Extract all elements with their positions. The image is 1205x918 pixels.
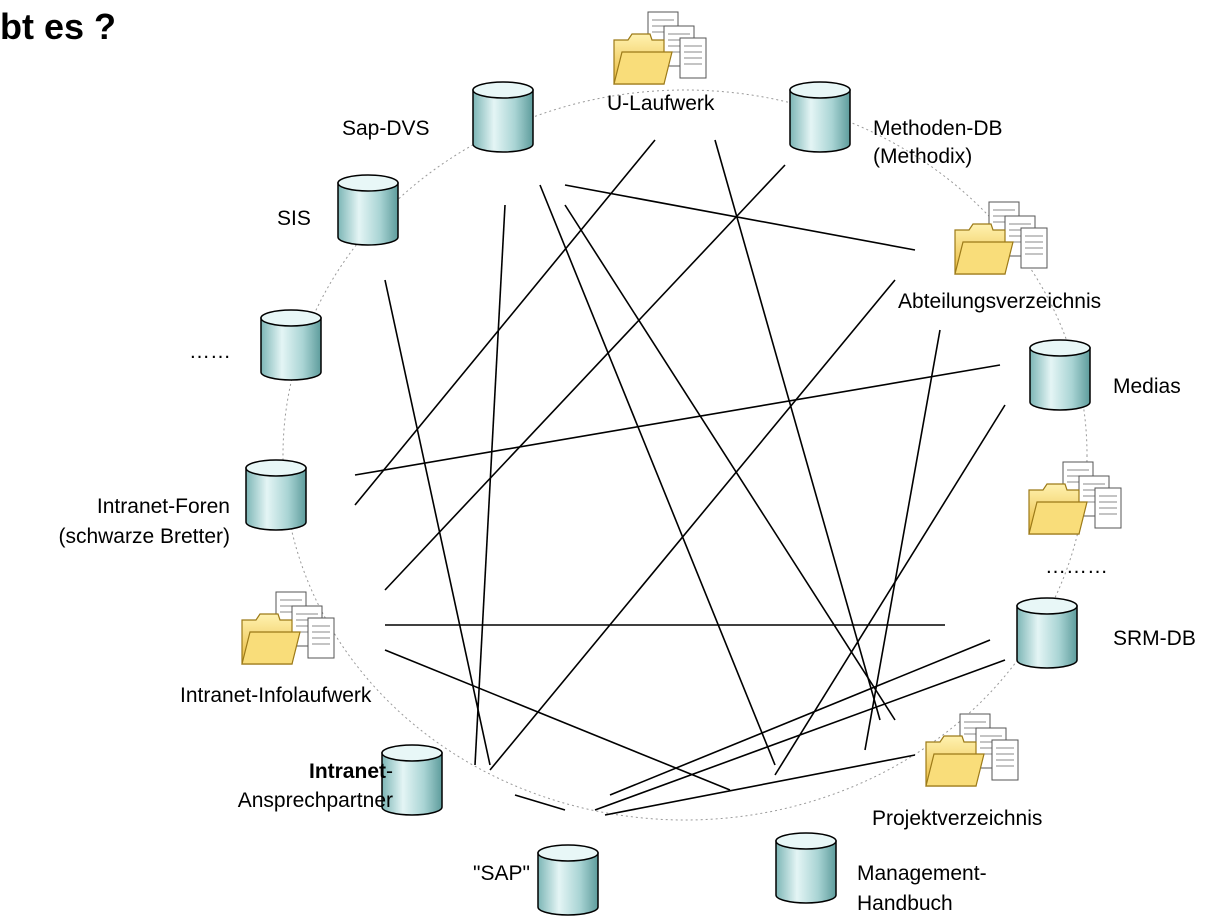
connection-line [604, 754, 916, 816]
label-u-laufwerk: U-Laufwerk [607, 92, 715, 115]
label-ansprechpartner: Ansprechpartner [238, 789, 393, 812]
page-title: bt es ? [0, 6, 117, 47]
label-dots-right: ……… [1045, 555, 1108, 578]
label-sap: "SAP" [473, 862, 530, 885]
label-methodix: (Methodix) [873, 145, 972, 168]
connection-line [489, 279, 896, 771]
label-schwarze-bretter: (schwarze Bretter) [58, 525, 230, 548]
label-intranet-foren: Intranet-Foren [97, 495, 230, 518]
connection-line [564, 204, 896, 721]
methoden-db-database-icon [789, 81, 851, 153]
connection-line [714, 139, 881, 721]
sis-database-icon [337, 174, 399, 246]
sap-database-icon [537, 844, 599, 916]
connection-line [354, 364, 1001, 476]
u-laufwerk-folder-icon [613, 11, 707, 85]
projektverzeichnis-folder-icon [925, 713, 1019, 787]
label-sis: SIS [277, 207, 311, 230]
label-intranet-dash: - [386, 760, 393, 783]
sap-dvs-database-icon [472, 81, 534, 153]
label-projektverzeichnis: Projektverzeichnis [872, 807, 1042, 830]
label-srm-db: SRM-DB [1113, 627, 1196, 650]
connection-line [384, 164, 786, 591]
label-dots-left: …… [189, 340, 231, 363]
label-sap-dvs: Sap-DVS [342, 117, 430, 140]
label-medias: Medias [1113, 375, 1181, 398]
label-abteilungsverzeichnis: Abteilungsverzeichnis [898, 290, 1101, 313]
label-methoden-db: Methoden-DB [873, 117, 1003, 140]
connection-line [474, 204, 506, 766]
dotted-ring [282, 89, 1088, 821]
label-intranet-bold: Intranet [309, 760, 386, 783]
label-intranet-infolaufwerk: Intranet-Infolaufwerk [180, 684, 372, 707]
label-management: Management- [857, 862, 987, 885]
srm-db-database-icon [1016, 597, 1078, 669]
unnamed-folder-icon [1028, 461, 1122, 535]
intranet-infolaufwerk-folder-icon [241, 591, 335, 665]
connection-line [384, 279, 491, 766]
connection-line [774, 404, 1006, 776]
label-handbuch: Handbuch [857, 892, 953, 915]
connection-line [594, 659, 1006, 811]
connection-line [539, 184, 776, 766]
connection-line [564, 184, 916, 251]
connection-line [609, 639, 991, 796]
connection-line [864, 329, 941, 751]
management-handbuch-database-icon [775, 832, 837, 904]
connection-line [354, 139, 656, 506]
intranet-foren-database-icon [245, 459, 307, 531]
connection-lines [354, 139, 1006, 816]
connection-line [514, 794, 566, 811]
medias-database-icon [1029, 339, 1091, 411]
label-intranet-ansprechpartner: Intranet- [309, 760, 393, 783]
unnamed-database-icon [260, 309, 322, 381]
connection-line [384, 649, 731, 791]
abteilungsverzeichnis-folder-icon [954, 201, 1048, 275]
